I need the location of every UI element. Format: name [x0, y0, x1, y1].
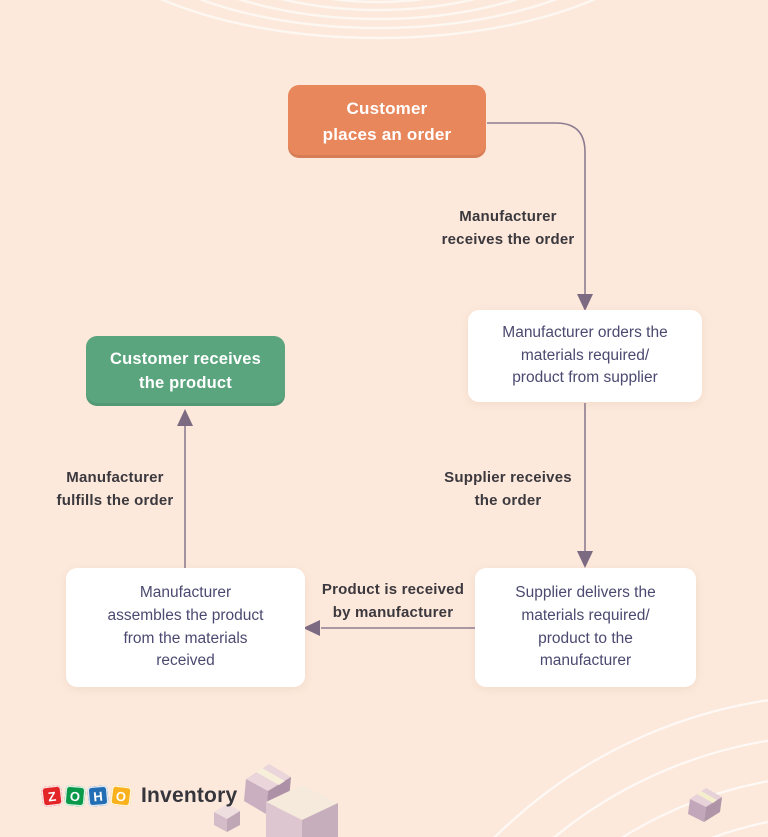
edge-label-manufacturer-fulfills-order: Manufacturer fulfills the order [56, 469, 174, 510]
arrowhead-down-2 [577, 551, 593, 568]
zoho-inventory-logo: Z O H O Inventory [40, 784, 238, 808]
top-swirl-decoration [160, 0, 596, 40]
connector-order-to-manufacturer [487, 122, 586, 296]
arrowhead-left [303, 620, 320, 636]
product-name-label: Inventory [141, 784, 238, 807]
edge-label-product-received-by-manufacturer: Product is received by manufacturer [321, 581, 465, 622]
edge-label-supplier-receives-order: Supplier receives the order [444, 469, 572, 510]
zoho-logo-tile-o1: O [64, 785, 86, 807]
edge-label-manufacturer-receives-order: Manufacturer receives the order [441, 208, 575, 249]
flow-connectors [184, 122, 586, 629]
package-cube-icon [214, 804, 240, 832]
arrowhead-down-1 [577, 294, 593, 311]
flow-node-customer-receives: Customer receives the product [86, 336, 285, 406]
zoho-logo-tile-z: Z [40, 784, 64, 808]
package-cube-icon [266, 785, 338, 837]
package-cubes-decoration [214, 764, 722, 837]
flow-arrowheads [177, 294, 593, 636]
flow-node-manufacturer-orders: Manufacturer orders the materials requir… [468, 310, 702, 402]
arrowhead-up [177, 409, 193, 426]
zoho-logo-tile-h: H [87, 785, 109, 807]
flow-node-manufacturer-assembles: Manufacturer assembles the product from … [66, 568, 305, 687]
zoho-logo-tile-o2: O [109, 784, 133, 808]
flow-node-supplier-delivers: Supplier delivers the materials required… [475, 568, 696, 687]
flow-node-customer-places-order: Customer places an order [288, 85, 486, 158]
package-cube-icon [688, 788, 722, 822]
